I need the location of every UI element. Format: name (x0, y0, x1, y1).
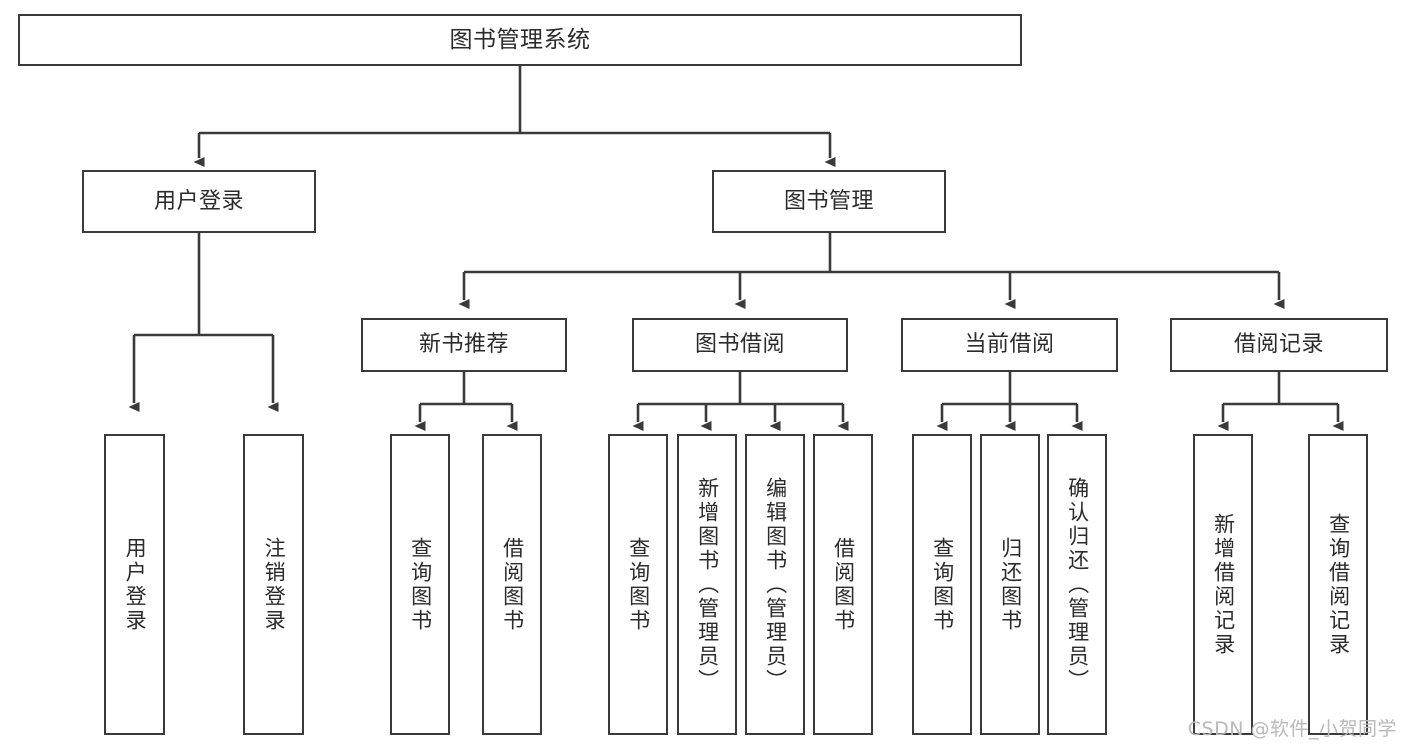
leaf-logout-login[interactable]: 注销登录 (243, 434, 304, 735)
node-label: 新增图书（管理员） (695, 476, 720, 693)
node-label: 借阅图书 (831, 536, 856, 633)
node-label: 查询图书 (626, 536, 651, 633)
leaf-return-book[interactable]: 归还图书 (980, 434, 1040, 735)
node-label: 查询图书 (930, 536, 955, 633)
leaf-borrow-book-recommend[interactable]: 借阅图书 (482, 434, 542, 735)
leaf-query-book-current[interactable]: 查询图书 (912, 434, 972, 735)
node-label: 借阅记录 (1233, 332, 1324, 358)
node-label: 图书借阅 (694, 332, 785, 358)
node-book-manage[interactable]: 图书管理 (712, 170, 946, 233)
leaf-query-book-recommend[interactable]: 查询图书 (390, 434, 450, 735)
node-label: 借阅图书 (500, 536, 525, 633)
node-label: 查询借阅记录 (1326, 512, 1351, 657)
leaf-add-borrow-record[interactable]: 新增借阅记录 (1193, 434, 1253, 735)
node-book-management-system[interactable]: 图书管理系统 (18, 14, 1022, 66)
leaf-query-book-borrow[interactable]: 查询图书 (608, 434, 668, 735)
node-label: 图书管理系统 (449, 26, 591, 53)
node-label: 归还图书 (998, 536, 1023, 633)
leaf-edit-book-admin[interactable]: 编辑图书（管理员） (745, 434, 805, 735)
node-label: 确认归还（管理员） (1065, 476, 1090, 693)
leaf-confirm-return-admin[interactable]: 确认归还（管理员） (1047, 434, 1107, 735)
node-current-borrow[interactable]: 当前借阅 (901, 318, 1118, 372)
leaf-add-book-admin[interactable]: 新增图书（管理员） (677, 434, 737, 735)
node-new-book-recommend[interactable]: 新书推荐 (361, 318, 567, 372)
node-label: 编辑图书（管理员） (763, 476, 788, 693)
node-label: 新书推荐 (418, 332, 509, 358)
node-label: 新增借阅记录 (1211, 512, 1236, 657)
node-label: 用户登录 (153, 188, 244, 214)
leaf-user-login[interactable]: 用户登录 (104, 434, 165, 735)
node-label: 查询图书 (408, 536, 433, 633)
node-label: 当前借阅 (964, 332, 1055, 358)
node-borrow-record[interactable]: 借阅记录 (1170, 318, 1388, 372)
node-label: 用户登录 (123, 536, 148, 633)
leaf-borrow-book-borrow[interactable]: 借阅图书 (813, 434, 873, 735)
node-user-login[interactable]: 用户登录 (82, 170, 316, 233)
leaf-query-borrow-record[interactable]: 查询借阅记录 (1308, 434, 1368, 735)
csdn-watermark: CSDN @软件_小贺同学 (1187, 718, 1397, 740)
node-label: 图书管理 (783, 188, 874, 214)
node-book-borrow[interactable]: 图书借阅 (632, 318, 848, 372)
node-label: 注销登录 (262, 536, 287, 633)
